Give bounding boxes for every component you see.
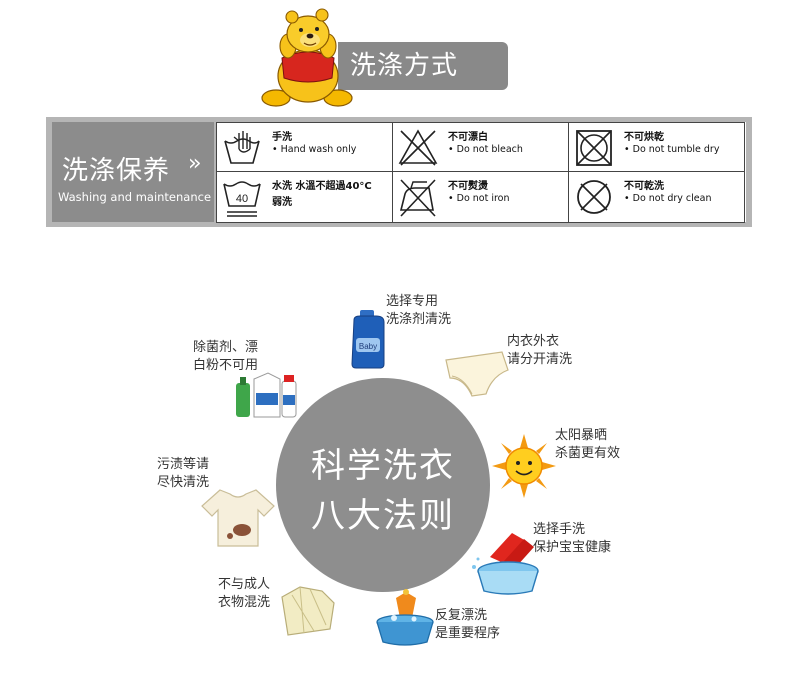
care-item-en: • Do not iron: [448, 193, 510, 204]
folded-shirt-icon: [281, 586, 335, 636]
rule-no-mix-adult: 不与成人衣物混洗: [218, 577, 271, 610]
winnie-the-pooh-icon: [261, 8, 353, 107]
bottle-brand-label: Baby: [359, 342, 377, 351]
care-item-wash-40: 水洗 水溫不超過40°C 弱洗: [266, 171, 393, 223]
care-item-zh: 不可熨燙: [448, 181, 488, 192]
care-heading-block: 洗涤保养 ›› Washing and maintenance: [52, 122, 214, 222]
care-item-zh: 不可漂白: [448, 132, 488, 143]
care-item-no-tumble-dry: 不可烘乾 • Do not tumble dry: [618, 122, 745, 173]
care-item-zh: 手洗: [272, 132, 292, 143]
care-item-hand-wash: 手洗 • Hand wash only: [266, 122, 393, 173]
rule-detergent: 选择专用洗涤剂清洗: [386, 294, 452, 327]
care-item-en: • Do not bleach: [448, 144, 523, 155]
rule-sun-dry: 太阳暴晒杀菌更有效: [555, 428, 621, 461]
no-dry-clean-icon: [568, 171, 620, 223]
care-item-en: • Do not tumble dry: [624, 144, 720, 155]
no-bleach-icon: [392, 122, 444, 173]
care-item-no-dry-clean: 不可乾洗 • Do not dry clean: [618, 171, 745, 223]
section-title: 洗涤方式: [338, 42, 508, 90]
rule-rinse: 反复漂洗是重要程序: [435, 608, 501, 641]
hand-wash-icon: [216, 122, 268, 173]
wash-40-icon: 40: [216, 171, 268, 223]
bleach-bottles-icon: [236, 372, 297, 418]
wash-basin-icon: [472, 533, 539, 595]
sun-icon: [492, 434, 556, 498]
care-heading-zh: 洗涤保养: [62, 156, 171, 186]
rule-stain-wash: 污渍等请尽快清洗: [157, 457, 210, 490]
stained-shirt-icon: [201, 489, 275, 547]
detergent-bottle-icon: Baby: [351, 310, 385, 369]
care-item-en: • Do not dry clean: [624, 193, 712, 204]
no-tumble-dry-icon: [568, 122, 620, 173]
center-circle: 科学洗衣 八大法则: [276, 378, 490, 592]
no-iron-icon: [392, 171, 444, 223]
center-title-line1: 科学洗衣: [311, 446, 455, 486]
care-item-zh: 不可乾洗: [624, 181, 664, 192]
underwear-icon: [445, 351, 509, 397]
care-symbol-grid: 手洗 • Hand wash only 不可漂白 • Do not bleach…: [216, 122, 746, 223]
double-chevron-right-icon: ››: [188, 151, 201, 176]
rule-no-bleach-powder: 除菌剂、漂白粉不可用: [193, 340, 259, 373]
wash-temperature: 40: [236, 193, 248, 205]
rule-separate-wash: 内衣外衣请分开清洗: [507, 334, 573, 367]
care-item-zh-line2: 弱洗: [272, 197, 292, 208]
rule-hand-wash: 选择手洗保护宝宝健康: [533, 522, 612, 555]
center-title-line2: 八大法则: [311, 496, 455, 536]
care-item-zh: 不可烘乾: [624, 132, 664, 143]
care-item-zh: 水洗 水溫不超過40°C: [272, 181, 372, 192]
care-heading-en: Washing and maintenance: [58, 190, 212, 204]
care-item-en: • Hand wash only: [272, 144, 357, 155]
rinse-basin-icon: [376, 589, 434, 646]
care-item-no-iron: 不可熨燙 • Do not iron: [442, 171, 569, 223]
care-item-no-bleach: 不可漂白 • Do not bleach: [442, 122, 569, 173]
